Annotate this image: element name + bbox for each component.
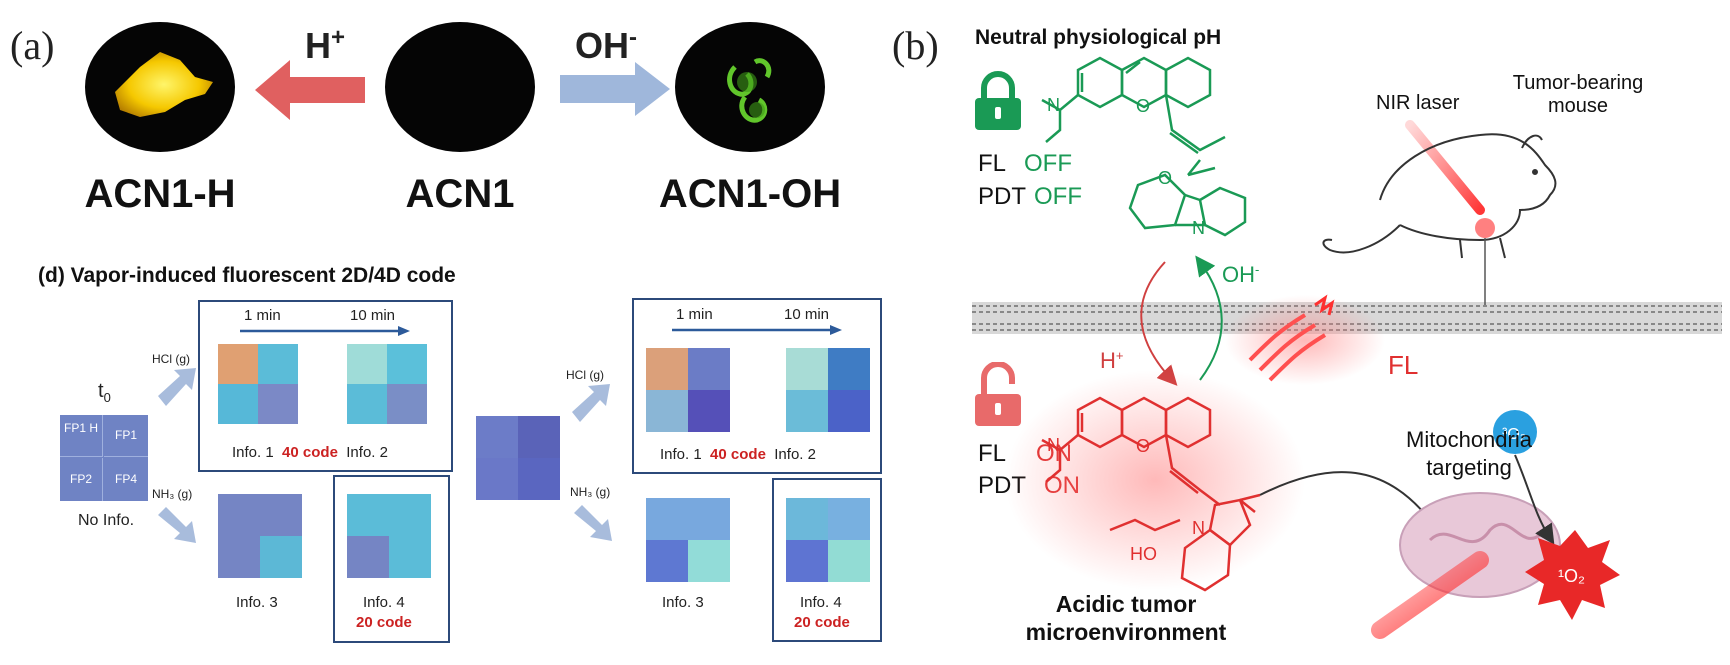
info1-tile-left <box>218 344 298 424</box>
yellow-fluorescence-icon <box>115 52 213 117</box>
base-ion-label: OH- <box>575 24 637 66</box>
neutral-title: Neutral physiological pH <box>975 26 1222 49</box>
nh3-label-right: NH₃ (g) <box>570 485 611 499</box>
info4-label-right: Info. 4 <box>800 594 842 611</box>
hcl-arrow-left-icon <box>158 368 196 406</box>
grid-cell-fp1h: FP1 H <box>60 415 103 457</box>
info4-tile-left <box>347 494 431 578</box>
hcl-arrow-right-icon <box>572 384 610 422</box>
closed-form-molecule <box>1041 56 1247 237</box>
hcl-frame-right <box>632 298 882 474</box>
time-10-right: 10 min <box>784 306 830 323</box>
xanthene-o-red: O <box>1136 436 1150 456</box>
code-20-left: 20 code <box>356 614 412 631</box>
mitochondrion-icon <box>1399 492 1561 598</box>
open-form-molecule <box>1041 396 1261 592</box>
singlet-oxygen-icon <box>1525 530 1620 620</box>
oh-arrow-label: OH- <box>1222 262 1259 287</box>
label-acn1-h: ACN1-H <box>84 172 236 216</box>
time-arrow-right-icon <box>672 325 842 335</box>
acid-reaction-arrow <box>1140 261 1178 386</box>
sample-acn1-image <box>385 22 535 152</box>
oxazine-o-green: O <box>1158 168 1172 188</box>
info4-label-left: Info. 4 <box>363 594 405 611</box>
grid-cell-fp2: FP2 <box>60 458 103 501</box>
real-code-sample <box>476 416 560 500</box>
indolium-n-red: N <box>1192 518 1205 538</box>
mechanism-diagram: N O O N OH- H+ FL N O N HO ³O₂ <box>972 56 1722 639</box>
targeting-arrow <box>1259 471 1436 527</box>
amine-n-green: N <box>1047 95 1060 115</box>
no-info-label: No Info. <box>78 512 135 529</box>
nh3-arrow-right-icon <box>574 505 612 541</box>
sample-acn1-h-image <box>85 22 235 152</box>
green-fluorescence-icon <box>727 58 772 123</box>
xanthene-o-green: O <box>1136 96 1150 116</box>
amine-n-red: N <box>1047 435 1060 455</box>
singlet-oxygen-label: ¹O₂ <box>1558 566 1585 586</box>
triplet-oxygen-icon <box>1493 410 1537 454</box>
time-arrow-left-icon <box>240 326 410 336</box>
grid-cell-fp4: FP4 <box>114 472 137 486</box>
nh3-arrow-left-icon <box>158 507 196 543</box>
hcl-label-left: HCl (g) <box>152 352 190 366</box>
grid-cell-fp1: FP1 <box>104 415 148 457</box>
mouse-label: Tumor-bearing mouse <box>1512 72 1644 117</box>
hcl-frame-left <box>198 300 453 472</box>
initial-code-grid: FP1 H FP1 FP2 FP4 <box>60 415 148 501</box>
nh3-label-left: NH₃ (g) <box>152 487 193 501</box>
acid-ion-label: H+ <box>305 24 346 66</box>
info3-tile-right <box>646 498 730 582</box>
info-row-1-right: Info. 1 40 code Info. 2 <box>660 446 816 463</box>
unlocked-icon <box>975 362 1021 426</box>
time-1-right: 1 min <box>676 306 713 323</box>
tumor-site-icon <box>1475 218 1495 238</box>
label-acn1: ACN1 <box>405 172 515 216</box>
base-arrow-icon <box>560 62 670 116</box>
info3-label-left: Info. 3 <box>236 594 278 611</box>
info3-tile-left <box>218 494 302 578</box>
label-acn1-oh: ACN1-OH <box>658 172 842 216</box>
info4-frame-right <box>772 478 882 642</box>
mitochondria-targeting-label: Mitochondria targeting <box>1406 427 1532 480</box>
info-row-1-left: Info. 1 40 code Info. 2 <box>232 444 388 461</box>
t0-label: t0 <box>98 380 111 405</box>
nir-laser-label: NIR laser <box>1376 92 1460 114</box>
info2-tile-left <box>347 344 427 424</box>
triplet-oxygen-label: ³O₂ <box>1502 426 1526 443</box>
time-10-left: 10 min <box>350 307 396 324</box>
info4-frame-left <box>333 475 450 643</box>
laser-beam-lower-icon <box>1371 551 1489 639</box>
info3-label-right: Info. 3 <box>662 594 704 611</box>
hydroxyl-label: HO <box>1130 544 1157 564</box>
info2-tile-right <box>786 348 870 432</box>
acidic-microenvironment-label: Acidic tumor microenvironment <box>1025 591 1227 645</box>
code-20-right: 20 code <box>794 614 850 631</box>
panel-b-label: (b) <box>892 23 939 68</box>
info4-tile-right <box>786 498 870 582</box>
nir-laser-beam-icon <box>1405 120 1485 215</box>
time-1-left: 1 min <box>244 307 281 324</box>
info1-tile-right <box>646 348 730 432</box>
hcl-label-right: HCl (g) <box>566 368 604 382</box>
acid-arrow-icon <box>255 60 365 120</box>
panel-d-title: (d) Vapor-induced fluorescent 2D/4D code <box>38 264 456 287</box>
base-reaction-arrow <box>1195 255 1223 381</box>
fl-emission-icon <box>1225 294 1385 385</box>
locked-icon <box>975 71 1021 130</box>
oxazine-n-green: N <box>1192 218 1205 238</box>
sample-acn1-oh-image <box>675 22 825 152</box>
mouse-icon <box>1322 133 1557 259</box>
h-arrow-label: H+ <box>1100 348 1123 373</box>
panel-a-label: (a) <box>10 23 55 68</box>
fl-emission-label: FL <box>1388 350 1418 380</box>
